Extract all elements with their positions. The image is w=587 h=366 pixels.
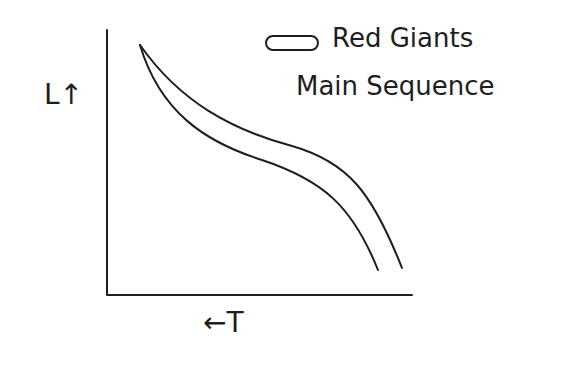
axis-label: ←T <box>203 308 244 339</box>
region-label: Main Sequence <box>296 72 495 101</box>
red-giant-region <box>266 36 318 50</box>
axes <box>107 30 412 295</box>
axis-label: L↑ <box>44 80 83 111</box>
region-label: Red Giants <box>332 24 473 53</box>
